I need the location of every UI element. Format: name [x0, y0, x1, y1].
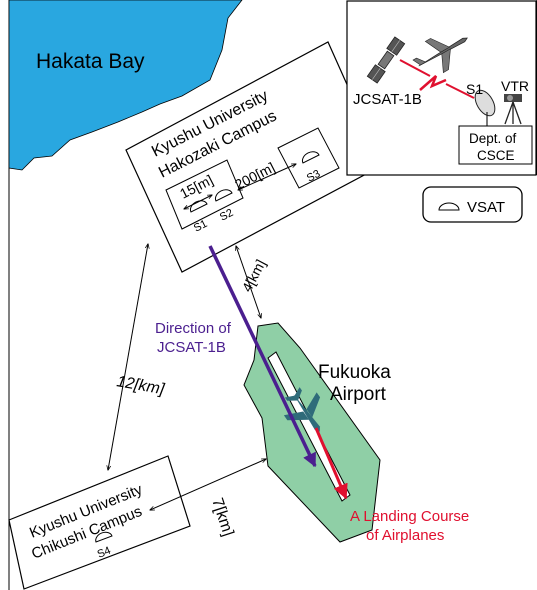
dist-hakozaki-airport-label: 4[km]	[239, 257, 269, 295]
s4-label: S4	[96, 545, 113, 561]
vsat-s2: S2	[215, 189, 235, 224]
legend-box	[422, 186, 523, 223]
inset-link-bolt	[419, 75, 447, 91]
dept-line2: CSCE	[477, 148, 515, 163]
dept-box	[458, 125, 533, 165]
dist-hakozaki-chikushi-arrow	[108, 244, 148, 470]
dist-chikushi-airport-arrow	[150, 459, 266, 510]
dist-chikushi-airport-label: 7[km]	[208, 496, 236, 538]
vsat-s4-icon	[95, 531, 113, 543]
landing-label-line2: of Airplanes	[366, 527, 444, 544]
landing-course-arrow	[314, 427, 348, 500]
inset-airplane-icon	[412, 37, 468, 74]
airport-label-line1: Fukuoka	[318, 362, 391, 383]
dist-hakozaki-airport-arrow	[236, 246, 261, 318]
vsat-s3-icon	[302, 151, 320, 164]
dist-hakozaki-chikushi-label: 12[km]	[115, 373, 166, 398]
legend: VSAT	[422, 186, 523, 223]
chikushi-campus: Kyushu University Chikushi Campus S4	[8, 455, 191, 590]
satellite-label: JCSAT-1B	[353, 91, 422, 108]
s2-label: S2	[218, 207, 235, 224]
hakata-bay	[8, 0, 243, 171]
jcsat-direction-arrow	[208, 245, 317, 468]
legend-vsat-icon	[438, 202, 460, 211]
inset-s1-label: S1	[466, 81, 483, 97]
chikushi-campus-box	[8, 455, 191, 590]
airport-label-line2: Airport	[330, 384, 387, 405]
dept-line1: Dept. of	[469, 131, 517, 146]
bay-label: Hakata Bay	[36, 50, 145, 73]
dist-s2-s3-arrow	[238, 164, 296, 190]
landing-label-line1: A Landing Course	[350, 508, 469, 525]
vtr-icon	[504, 94, 522, 125]
jcsat-direction-line2: JCSAT-1B	[157, 339, 226, 356]
legend-label: VSAT	[467, 199, 505, 216]
inset-link-sat	[399, 59, 431, 77]
s3-label: S3	[305, 168, 322, 185]
s1-label: S1	[192, 218, 209, 235]
jcsat-direction-line1: Direction of	[155, 320, 232, 337]
vsat-s3: S3	[302, 151, 322, 185]
vtr-label: VTR	[501, 78, 529, 94]
dist-s1-s2-arrow	[184, 195, 212, 209]
inset-panel: JCSAT-1B S1 VTR Dept. of	[346, 0, 537, 176]
satellite-icon	[366, 36, 406, 84]
runway	[267, 351, 351, 502]
airport-airplane-icon	[283, 387, 321, 432]
inset-link-station	[445, 83, 475, 99]
vsat-s2-icon	[215, 189, 233, 202]
